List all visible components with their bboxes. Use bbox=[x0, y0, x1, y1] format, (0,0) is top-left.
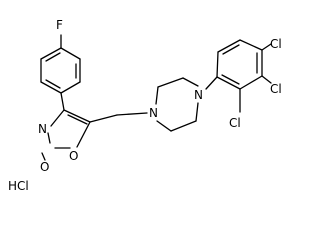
chemical-structure: F N O O N N Cl Cl Cl HCl bbox=[8, 18, 282, 193]
carbonyl-o-atom-label: O bbox=[40, 160, 49, 174]
c-cl-bond-para bbox=[261, 43, 272, 51]
piperazine-ring bbox=[155, 77, 199, 132]
oxazole-n-atom-label: N bbox=[38, 122, 47, 136]
piperazine-n-left-label: N bbox=[149, 106, 158, 120]
trichlorophenyl-ring bbox=[216, 39, 263, 90]
oxazolone-ring bbox=[41, 109, 91, 161]
chlorine-meta-label: Cl bbox=[270, 82, 282, 96]
structure-canvas: F N O O N N Cl Cl Cl HCl bbox=[8, 18, 282, 193]
fluorophenyl-ring bbox=[40, 47, 81, 94]
oxazole-o-atom-label: O bbox=[69, 149, 78, 163]
ethyl-linker bbox=[89, 112, 148, 123]
piperazine-n-right-label: N bbox=[194, 88, 203, 102]
aryl-oxazole-bond bbox=[60, 92, 65, 111]
c-cl-bond-meta bbox=[261, 75, 272, 84]
fluorine-atom-label: F bbox=[56, 18, 63, 32]
n-aryl-bond bbox=[205, 76, 218, 90]
chlorine-para-label: Cl bbox=[270, 37, 282, 51]
hcl-salt-label: HCl bbox=[8, 179, 29, 193]
chlorine-ortho-label: Cl bbox=[229, 116, 241, 130]
